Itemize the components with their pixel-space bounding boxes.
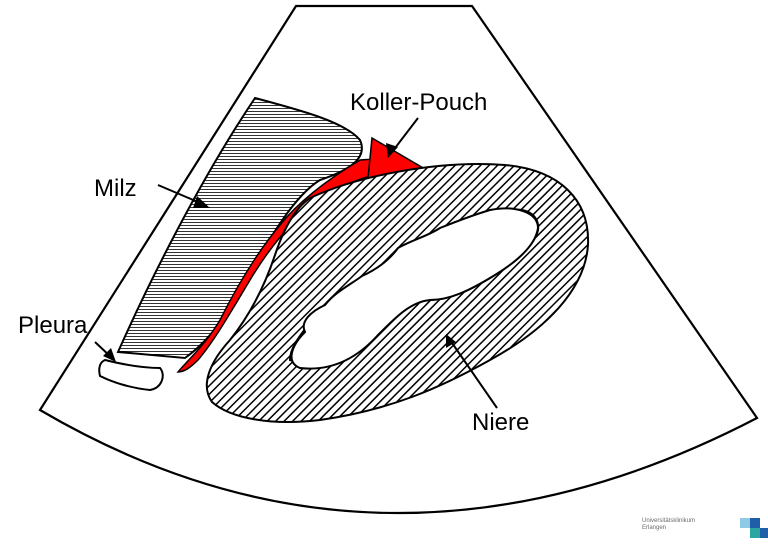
logo-square-blue bbox=[750, 518, 760, 528]
logo-line-1: Universitätsklinikum bbox=[642, 518, 696, 524]
koller-pointer-arrowhead bbox=[386, 143, 398, 158]
logo-text: Universitätsklinikum Erlangen bbox=[642, 518, 695, 532]
logo-mark bbox=[740, 518, 768, 538]
logo-line-2: Erlangen bbox=[642, 525, 667, 531]
label-milz: Milz bbox=[94, 175, 137, 202]
institution-logo: Universitätsklinikum Erlangen bbox=[638, 504, 768, 550]
label-niere: Niere bbox=[472, 409, 529, 436]
logo-square-teal bbox=[750, 528, 760, 538]
koller-pointer bbox=[391, 117, 419, 153]
niere-pointer-arrowhead bbox=[446, 334, 456, 348]
pleura-pointer-arrowhead bbox=[103, 348, 116, 362]
logo-square-light bbox=[740, 518, 750, 528]
pleura-shape bbox=[98, 358, 164, 392]
kidney-sinus bbox=[290, 207, 540, 370]
label-koller-pouch: Koller-Pouch bbox=[350, 89, 487, 116]
milz-pointer-arrowhead bbox=[193, 196, 210, 208]
logo-square-blue-2 bbox=[760, 528, 768, 538]
niere-pointer bbox=[449, 339, 498, 409]
label-pleura: Pleura bbox=[18, 312, 88, 339]
